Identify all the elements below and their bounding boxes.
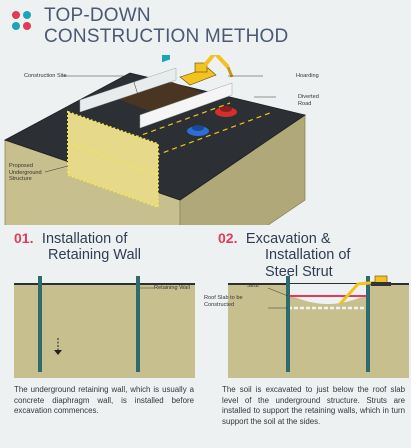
step1-title-line2: Retaining Wall [48, 247, 141, 263]
logo-dots-icon [12, 11, 31, 30]
step2-heading: 02. Excavation & [218, 230, 331, 248]
step2-title-line3: Steel Strut [265, 264, 333, 280]
step2-label-roof-slab: Roof Slab to be Constructed [204, 295, 243, 308]
step1-heading: 01. Installation of [14, 230, 127, 248]
step2-title-line2: Installation of [265, 247, 351, 263]
step1-title-line1: Installation of [41, 231, 128, 247]
step2-wall-right [366, 276, 370, 372]
title-line-2: CONSTRUCTION METHOD [44, 26, 289, 47]
construction-pit [118, 82, 214, 115]
step1-diagram [14, 276, 195, 378]
label-underground-structure: Proposed Underground Structure [9, 163, 42, 182]
step2-diagram [228, 275, 409, 378]
step2-wall-left [286, 276, 290, 372]
step1-arrow-icon [54, 350, 62, 355]
step1-number: 01. [14, 230, 34, 246]
step2-number: 02. [218, 230, 238, 246]
label-diverted-road: Diverted Road [298, 94, 319, 107]
underground-structure [67, 110, 159, 209]
step1-soil [14, 284, 195, 378]
step2-excavation [288, 284, 368, 304]
step1-wall-right [136, 276, 140, 372]
step2-excavator-icon [338, 275, 391, 306]
step2-title-line1: Excavation & [245, 231, 331, 247]
red-car-icon [215, 106, 237, 117]
blue-car-icon [187, 125, 209, 136]
hoarding-wall [139, 82, 233, 129]
step1-wall-left [38, 276, 42, 372]
step1-description: The underground retaining wall, which is… [14, 385, 194, 416]
step1-label-wall: Retaining Wall [154, 285, 190, 291]
hoarding-back [79, 67, 177, 113]
overview-illustration [4, 55, 306, 225]
excavator-icon [179, 55, 234, 86]
label-hoarding: Hoarding [296, 73, 319, 79]
page-title: TOP-DOWN CONSTRUCTION METHOD [44, 5, 288, 47]
step2-description: The soil is excavated to just below the … [222, 385, 405, 426]
title-line-1: TOP-DOWN [44, 5, 151, 26]
label-construction-site: Construction Site [24, 73, 67, 79]
step2-label-strut: Strut [247, 283, 259, 289]
